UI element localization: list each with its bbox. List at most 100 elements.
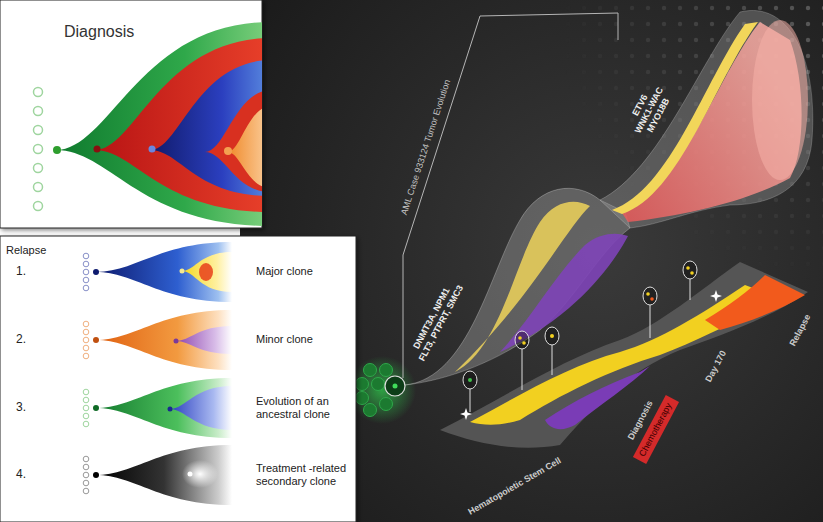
cell: [34, 202, 43, 211]
yellow-streak: [612, 22, 758, 214]
row-number: 1.: [16, 264, 26, 278]
axis-label: Hematopoietic Stem Cell: [466, 455, 563, 517]
stem-cell-dot: [393, 384, 398, 389]
ancestral-clone-fish: [96, 378, 232, 438]
axis-label: Day 170: [703, 348, 729, 383]
row-caption: Major clone: [256, 265, 352, 278]
cell-glow: [348, 356, 416, 424]
leader-line: [522, 349, 523, 390]
floor-orange-clone: [705, 275, 805, 330]
cell-dot: [686, 266, 690, 270]
cell: [364, 364, 377, 377]
clone-dot: [224, 147, 232, 155]
cell: [83, 345, 89, 351]
cell-dot: [550, 334, 554, 338]
clone-dot: [93, 472, 99, 478]
row-number: 2.: [16, 332, 26, 346]
orange-clone: [228, 106, 262, 188]
clone-dot: [180, 269, 185, 274]
leader-line: [690, 279, 691, 300]
red-clone: [95, 38, 262, 212]
clone-dot: [174, 339, 179, 344]
callouts: [463, 261, 697, 412]
cell: [372, 378, 385, 391]
cell-callout: [463, 371, 477, 389]
cell: [364, 404, 377, 417]
funnel-mouth: [752, 20, 808, 180]
clone-dot: [149, 146, 156, 153]
relapse-panel: [0, 236, 356, 522]
cell: [83, 285, 89, 291]
cell: [83, 480, 89, 486]
cell: [356, 392, 369, 405]
major-clone-fish: [96, 242, 232, 302]
case-title: AML Case 933124 Tumor Evolution: [399, 78, 453, 216]
row-caption: Treatment -related secondary clone: [256, 462, 352, 488]
cell-dot: [646, 292, 650, 296]
row-number: 4.: [16, 467, 26, 481]
cell: [83, 464, 89, 470]
cell: [34, 183, 43, 192]
cell: [83, 261, 89, 267]
cell: [83, 337, 89, 343]
clone-dot: [93, 269, 99, 275]
normal-cells: [83, 253, 89, 291]
minor-clone-fish: [96, 310, 232, 370]
cell: [34, 164, 43, 173]
cell: [34, 88, 43, 97]
cell: [380, 364, 393, 377]
cell: [83, 277, 89, 283]
cell-callout: [683, 261, 697, 279]
cell: [34, 126, 43, 135]
cell: [34, 145, 43, 154]
normal-cells: [83, 389, 89, 427]
cell: [83, 397, 89, 403]
stem-cell: [385, 376, 405, 396]
cell: [83, 405, 89, 411]
panel-heading: Relapse: [6, 244, 46, 257]
cell: [83, 353, 89, 359]
cell: [83, 269, 89, 275]
green-clone: [56, 22, 262, 226]
cell: [380, 398, 393, 411]
inner-red-clone: [205, 90, 262, 192]
mutation-star: [460, 408, 472, 420]
leader-line: [650, 305, 651, 338]
normal-cells: [83, 321, 89, 359]
secondary-clone-fish: [96, 445, 232, 505]
cell-callout: [545, 327, 559, 345]
purple-clone: [500, 234, 628, 352]
cell: [83, 321, 89, 327]
relapse-fish: [83, 242, 232, 505]
cell-dot: [522, 341, 526, 345]
axis-label: Relapse: [787, 312, 813, 348]
cell: [83, 329, 89, 335]
leader-line: [470, 389, 471, 412]
cell: [83, 413, 89, 419]
cell-dot: [650, 297, 654, 301]
white-subclone: [182, 460, 218, 488]
clone-dot: [94, 146, 101, 153]
founder-dot: [53, 146, 61, 154]
cell: [356, 378, 369, 391]
cell: [83, 253, 89, 259]
normal-cells: [34, 88, 43, 211]
mutation-star: [710, 290, 722, 302]
relapse-shell: [600, 10, 813, 228]
blue-subclone: [170, 386, 232, 430]
cell: [34, 107, 43, 116]
leader-line: [552, 345, 553, 375]
panel-heading: Diagnosis: [64, 22, 134, 41]
cell-dot: [468, 378, 472, 382]
cell-dot: [690, 271, 694, 275]
clone-dot: [93, 337, 99, 343]
cell: [83, 472, 89, 478]
clone-dot: [188, 472, 193, 477]
diagnosis-fish: [34, 22, 263, 226]
cell: [83, 421, 89, 427]
blue-clone: [150, 60, 262, 196]
clone-dot: [93, 405, 99, 411]
